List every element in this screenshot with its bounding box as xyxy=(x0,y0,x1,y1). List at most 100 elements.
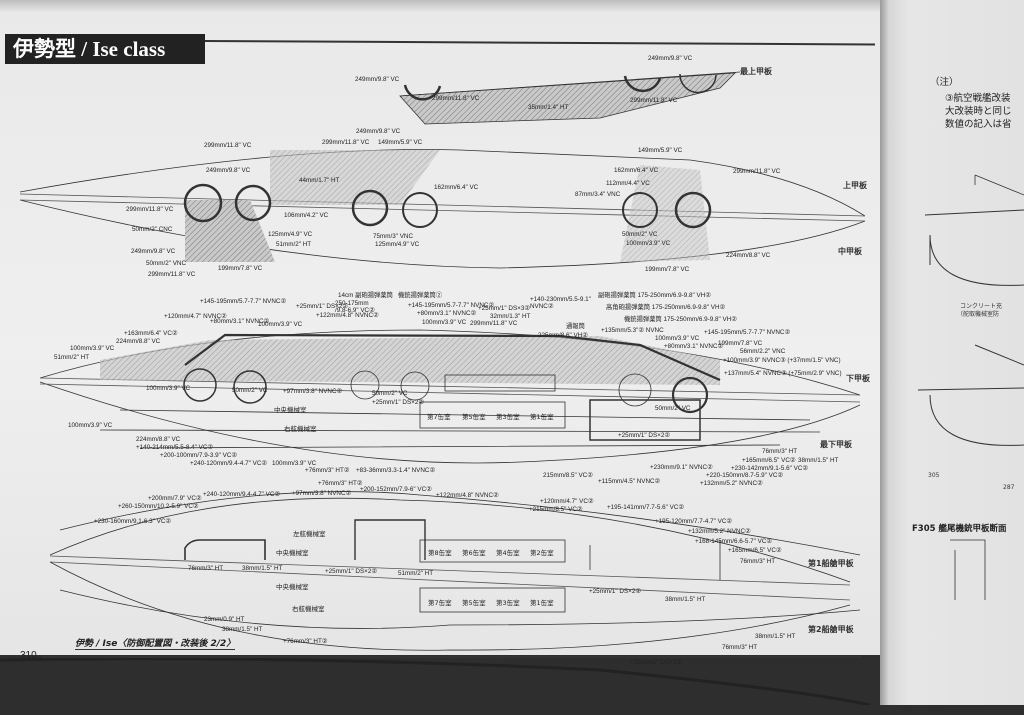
armor-thickness-label: +115mm/4.5" NVNC② xyxy=(598,478,661,485)
deck-name-label: 中甲板 xyxy=(838,247,862,256)
armor-thickness-label: 50mm/2" VC xyxy=(372,390,408,397)
armor-thickness-label: +25mm/1" DS×2② xyxy=(325,568,377,575)
armor-thickness-label: +122mm/4.8" NVNC② xyxy=(316,312,379,319)
armor-thickness-label: 50mm/2" VNC xyxy=(146,260,187,267)
armor-thickness-label: +140-214mm/5.5-8.4" VC② xyxy=(136,444,214,451)
armor-thickness-label: +230-142mm/9.1-5.6" VC② xyxy=(731,465,809,472)
compartment-label: 第1缶室 xyxy=(530,599,554,607)
concrete-sublabel: （舵取機械室防 xyxy=(957,311,1000,318)
compartment-label: 第2缶室 xyxy=(530,549,554,557)
armor-thickness-label: 38mm/1.5" HT xyxy=(798,457,839,464)
armor-thickness-label: +80mm/3.1" NVNC② xyxy=(210,318,270,325)
armor-thickness-label: 50mm/2" VC xyxy=(622,231,658,238)
armor-thickness-label: +83-36mm/3.3-1.4" NVNC② xyxy=(356,467,436,474)
lower-deck-section xyxy=(39,329,861,464)
armor-thickness-label: +97mm/3.8" NVNC② xyxy=(292,490,352,497)
armor-thickness-label: +260-150mm/10.2-5.9" VC② xyxy=(118,503,199,510)
armor-thickness-label: +168-145mm/6.6-5.7" VC② xyxy=(695,538,773,545)
armor-thickness-label: +145-195mm/5.7-7.7" NVNC② xyxy=(704,329,791,336)
armor-thickness-label: +195-141mm/7.7-5.6" VC② xyxy=(607,504,685,511)
armor-thickness-label: +25mm/1" DS×2② xyxy=(372,399,424,406)
armor-thickness-label: +135mm/5.3"② NVNC xyxy=(601,327,664,334)
armor-thickness-label: 32mm/1.3" HT xyxy=(490,313,531,320)
compartment-label: 第5缶室 xyxy=(462,599,486,607)
compartment-label: 第1缶室 xyxy=(530,413,554,421)
armor-thickness-label: +25mm/1" DS×2② xyxy=(618,432,670,439)
compartment-label: 右舷機械室 xyxy=(284,425,317,433)
armor-thickness-label: 通報筒 xyxy=(566,323,585,330)
armor-thickness-label: +25mm/1" DS×2② xyxy=(630,659,682,666)
armor-thickness-label: 249mm/9.8" VC xyxy=(648,55,693,62)
armor-thickness-label: 副砲揚弾薬筒 175-250mm/6.9-9.8" VH② xyxy=(598,292,711,299)
armor-thickness-label: +140-230mm/5.5-9.1" NVNC② xyxy=(530,296,591,310)
compartment-label: 中央機械室 xyxy=(274,406,307,414)
note-line: ③航空戦艦改装 xyxy=(945,93,1011,104)
armor-thickness-label: +76mm/3" HT② xyxy=(305,467,350,474)
deck-name-label: 下甲板 xyxy=(846,374,870,383)
compartment-label: 第6缶室 xyxy=(462,549,486,557)
armor-thickness-label: 125mm/4.9" VC xyxy=(375,241,420,248)
armor-thickness-label: 14cm 副砲揚弾薬筒 xyxy=(338,292,393,299)
deck-name-label: 第1船艙甲板 xyxy=(808,559,854,568)
armor-thickness-label: +145-195mm/5.7-7.7" NVNC② xyxy=(408,302,495,309)
page-rule xyxy=(42,656,862,658)
armor-thickness-label: +76mm/3" HT② xyxy=(318,480,363,487)
compartment-label: 第7缶室 xyxy=(427,413,451,421)
armor-thickness-label: 76mm/3" HT xyxy=(740,558,776,565)
armor-thickness-label: +195-120mm/7.7-4.7" VC② xyxy=(655,518,733,525)
armor-thickness-label: 50mm/2" VC xyxy=(655,405,691,412)
deck-name-label: 最下甲板 xyxy=(820,440,852,449)
armor-thickness-label: +132mm/5.2" NVNC② xyxy=(700,480,763,487)
armor-thickness-label: 51mm/2" HT xyxy=(276,241,312,248)
armor-thickness-label: 高角砲揚弾薬筒 175-250mm/6.9-9.8" VH② xyxy=(606,304,726,311)
armor-thickness-label: 299mm/11.8" VC xyxy=(322,139,370,146)
armor-thickness-label: +200-152mm/7.9-6" VC② xyxy=(360,486,432,493)
book-page-right xyxy=(880,0,1024,705)
armor-thickness-label: 75mm/3" VNC xyxy=(373,233,414,240)
armor-thickness-label: 149mm/5.9" VC xyxy=(378,139,423,146)
armor-thickness-label: +120mm/4.7" NVNC② xyxy=(164,313,227,320)
compartment-label: 第5缶室 xyxy=(462,413,486,421)
armor-thickness-label: +120mm/4.7" VC② xyxy=(540,498,594,505)
compartment-label: 第7缶室 xyxy=(428,599,452,607)
armor-thickness-label: 224mm/8.8" VC xyxy=(116,338,161,345)
armor-thickness-label: 35mm/1.4" HT xyxy=(528,104,569,111)
armor-thickness-label: 56mm/2.2" VNC xyxy=(740,348,786,355)
figure-caption: 伊勢 / Ise〈防御配置図・改装後 2/2〉 xyxy=(75,636,236,650)
page-top-shadow xyxy=(0,0,880,12)
frame-label: 305 xyxy=(928,472,940,479)
section-title: F305 艦尾機銃甲板断面 xyxy=(912,524,1007,534)
armor-thickness-label: +80mm/3.1" NVNC② xyxy=(664,343,724,350)
frame-label: 287 xyxy=(1003,484,1015,491)
armor-thickness-label: 249mm/9.8" VC xyxy=(356,128,401,135)
armor-thickness-label: 100mm/3.9" VC xyxy=(146,385,191,392)
armor-thickness-label: +240-120mm/9.4-4.7" VC② xyxy=(190,460,268,467)
armor-thickness-label: +25mm/1" DS×3② xyxy=(478,305,530,312)
armor-thickness-label: +76mm/3" HT② xyxy=(283,638,328,645)
armor-thickness-label: 100mm/3.9" VC xyxy=(68,422,113,429)
armor-thickness-label: 199mm/7.8" VC xyxy=(645,266,690,273)
armor-thickness-label: +230mm/9.1" NVNC② xyxy=(650,464,713,471)
armor-thickness-label: 299mm/11.8" VC xyxy=(148,271,196,278)
armor-thickness-label: +200mm/7.9" VC② xyxy=(148,495,202,502)
armor-thickness-label: 100mm/3.9" VC xyxy=(272,460,317,467)
armor-thickness-label: +163mm/6.4" VC② xyxy=(124,330,178,337)
compartment-label: 中央機械室 xyxy=(276,583,309,591)
armor-thickness-label: 38mm/1.5" HT xyxy=(665,596,706,603)
armor-thickness-label: 224mm/8.8" VC xyxy=(726,252,771,259)
armor-thickness-label: +132mm/5.2" NVNC② xyxy=(688,528,751,535)
note-line: 数値の記入は省 xyxy=(945,119,1012,130)
armor-thickness-label: +97mm/3.8" NVNC② xyxy=(283,388,343,395)
armor-thickness-label: +200-100mm/7.9-3.9" VC② xyxy=(160,452,238,459)
compartment-label: 中央機械室 xyxy=(276,549,309,557)
armor-thickness-label: +220-150mm/8.7-5.9" VC② xyxy=(706,472,784,479)
armor-thickness-label: 162mm/6.4" VC xyxy=(434,184,479,191)
armor-thickness-label: 249mm/9.8" VC xyxy=(206,167,251,174)
armor-thickness-label: +80mm/3.1" NVNC② xyxy=(417,310,477,317)
armor-thickness-label: +145-195mm/5.7-7.7" NVNC② xyxy=(200,298,287,305)
armor-thickness-label: +100mm/3.9" NVNC③ (+37mm/1.5" VNC) xyxy=(723,357,841,364)
armor-thickness-label: 249mm/9.8" VC xyxy=(355,76,400,83)
page-number: 310 xyxy=(20,650,37,661)
armor-thickness-label: 249mm/9.8" VC xyxy=(131,248,176,255)
